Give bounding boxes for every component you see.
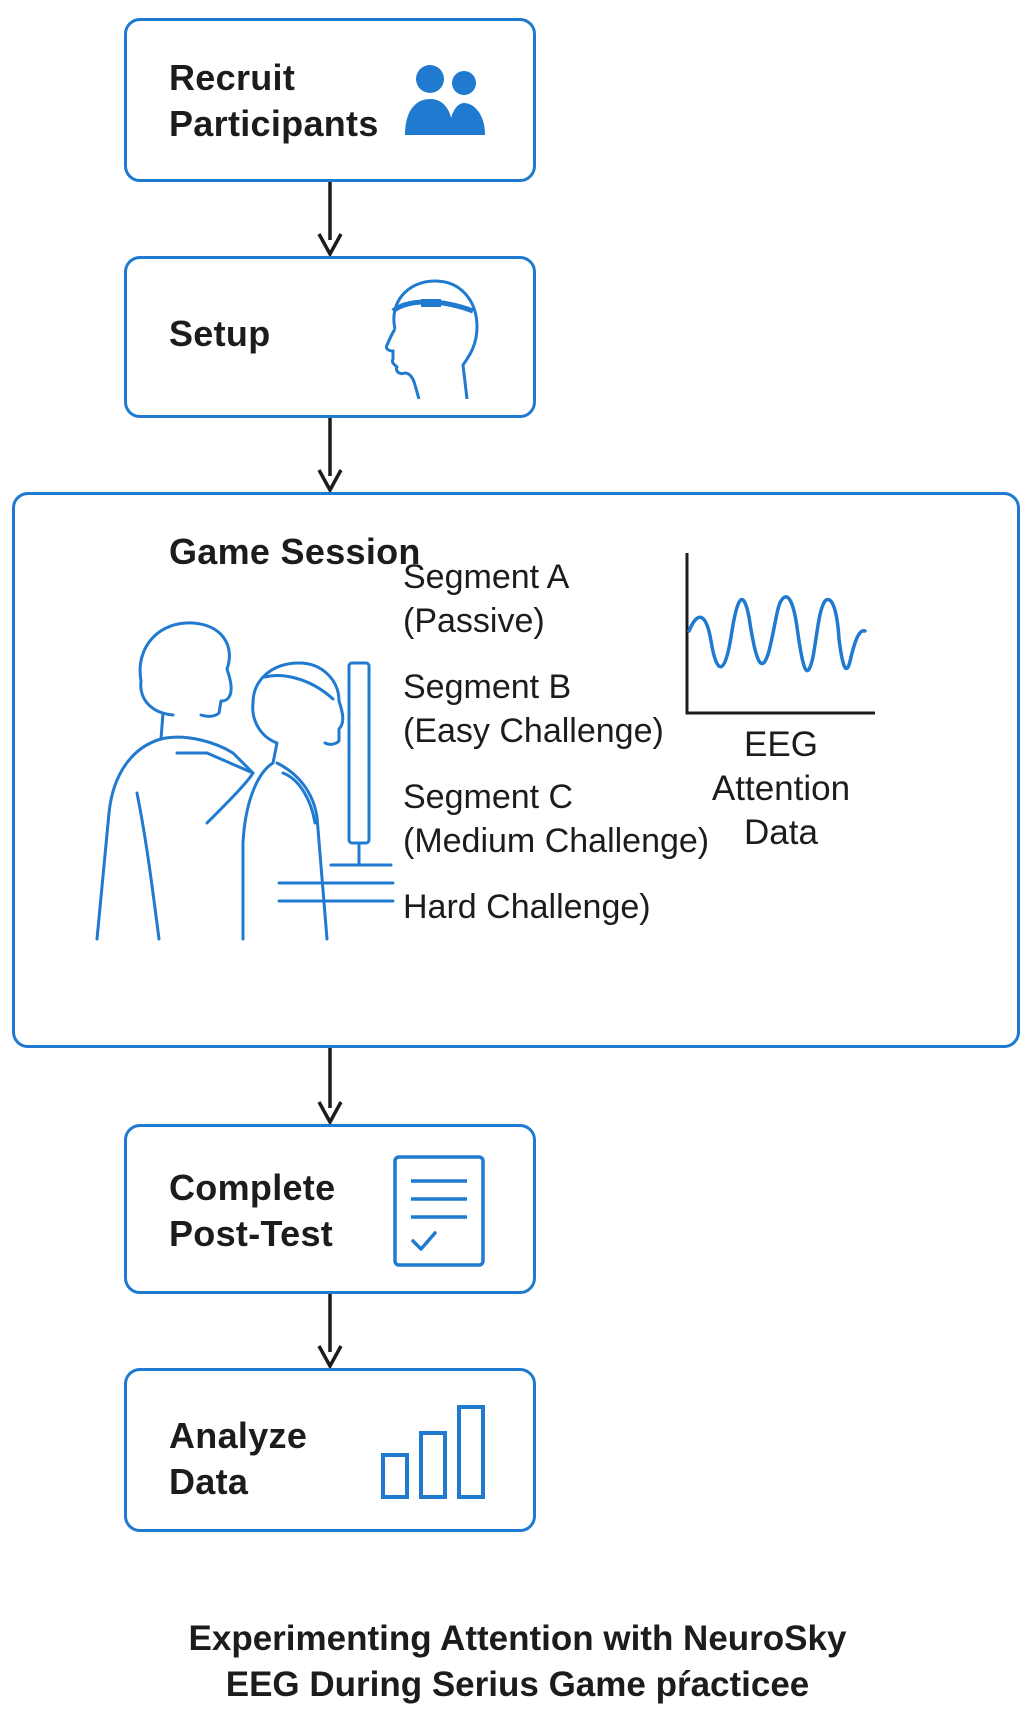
- figure-caption-line-2: EEG During Serius Game pŕacticee: [225, 1665, 810, 1704]
- figure-caption-line-1: Experimenting Attention with NeuroSky: [188, 1619, 847, 1658]
- recruit-participants-box: Recruit Participants: [124, 18, 536, 182]
- arrow-recruit-to-setup: [317, 182, 343, 256]
- arrow-game-session-to-post-test: [317, 1048, 343, 1124]
- post-test-line-1: Complete: [169, 1167, 336, 1208]
- recruit-line-2: Participants: [169, 103, 379, 144]
- setup-box: Setup: [124, 256, 536, 418]
- segment-a-line-1: Segment A: [403, 558, 570, 596]
- arrow-post-test-to-analyze: [317, 1294, 343, 1368]
- eeg-label-line-2: Attention: [711, 769, 851, 808]
- eeg-label-line-1: EEG: [744, 725, 818, 764]
- checklist-document-icon: [393, 1155, 485, 1267]
- eeg-attention-data-label: EEG Attention Data: [681, 723, 881, 855]
- eeg-label-line-3: Data: [744, 813, 818, 852]
- complete-post-test-label: Complete Post-Test: [169, 1165, 335, 1257]
- segment-c-line-2: (Medium Challenge): [403, 822, 710, 860]
- bar-chart-icon: [381, 1405, 485, 1499]
- post-test-line-2: Post-Test: [169, 1213, 334, 1254]
- instructor-and-student-at-monitor-illustration: [95, 621, 395, 941]
- game-session-title: Game Session: [169, 531, 421, 572]
- analyze-line-1: Analyze: [169, 1415, 308, 1456]
- eeg-waveform-chart-icon: [685, 553, 875, 715]
- head-eeg-headset-icon: [385, 279, 479, 400]
- segment-b-line-1: Segment B: [403, 668, 572, 706]
- recruit-line-1: Recruit: [169, 57, 296, 98]
- analyze-data-box: Analyze Data: [124, 1368, 536, 1532]
- setup-label: Setup: [169, 313, 271, 354]
- people-icon: [405, 65, 485, 135]
- complete-post-test-box: Complete Post-Test: [124, 1124, 536, 1294]
- analyze-data-label: Analyze Data: [169, 1413, 307, 1505]
- segment-a-line-2: (Passive): [403, 602, 545, 640]
- segment-c-line-1: Segment C: [403, 778, 574, 816]
- arrow-setup-to-game-session: [317, 418, 343, 492]
- game-session-box: Game Session: [12, 492, 1020, 1048]
- segment-d-line-1: Hard Challenge): [403, 888, 651, 926]
- segment-b-line-2: (Easy Challenge): [403, 712, 664, 750]
- recruit-participants-label: Recruit Participants: [169, 55, 379, 147]
- analyze-line-2: Data: [169, 1461, 249, 1502]
